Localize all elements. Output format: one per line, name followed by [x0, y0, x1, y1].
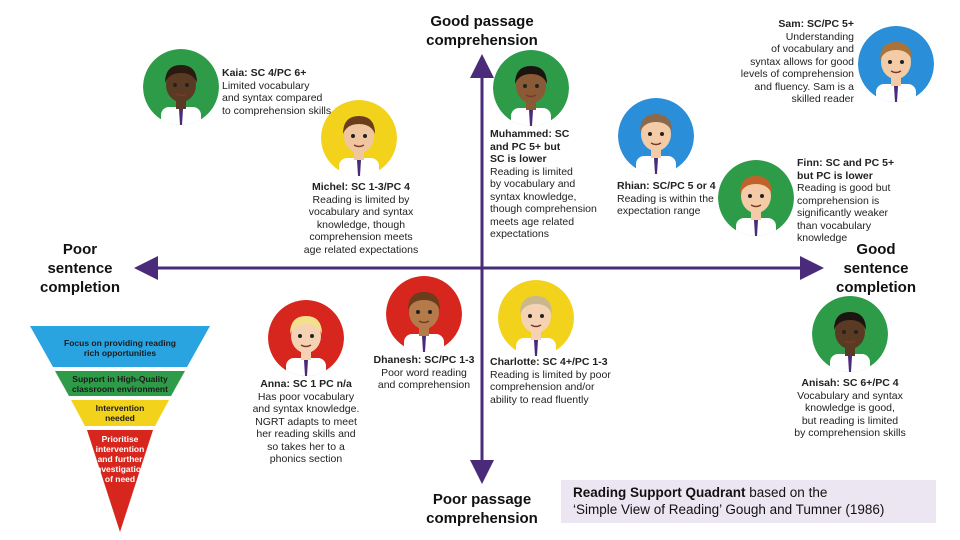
card-michel: Michel: SC 1-3/PC 4 Reading is limited b…: [303, 181, 419, 256]
avatar-charlotte: [498, 280, 574, 356]
avatar-muhammed: [493, 50, 569, 126]
caption-box: Reading Support Quadrant based on the ‘S…: [561, 480, 936, 523]
card-charlotte: Charlotte: SC 4+/PC 1-3 Reading is limit…: [490, 356, 611, 406]
avatar-michel: [321, 100, 397, 176]
avatar-kaia: [143, 49, 219, 125]
caption-source: ‘Simple View of Reading’ Gough and Tumne…: [573, 502, 885, 517]
caption-rest: based on the: [745, 485, 828, 500]
pyramid-tier-2: [55, 371, 185, 396]
pyramid-tier-3: [71, 400, 169, 426]
card-anisah: Anisah: SC 6+/PC 4 Vocabulary and syntax…: [794, 377, 906, 439]
card-rhian: Rhian: SC/PC 5 or 4 Reading is within th…: [617, 180, 716, 217]
avatar-finn: [718, 160, 794, 236]
avatar-sam: [858, 26, 934, 102]
avatar-dhanesh: [386, 276, 462, 352]
avatar-anisah: [812, 296, 888, 372]
caption-title: Reading Support Quadrant: [573, 485, 746, 500]
card-finn: Finn: SC and PC 5+ but PC is lower Readi…: [797, 157, 895, 244]
avatar-rhian: [618, 98, 694, 174]
avatar-anna: [268, 300, 344, 376]
pyramid-tier-1: [30, 326, 210, 367]
pyramid-tier-4: [87, 430, 153, 532]
